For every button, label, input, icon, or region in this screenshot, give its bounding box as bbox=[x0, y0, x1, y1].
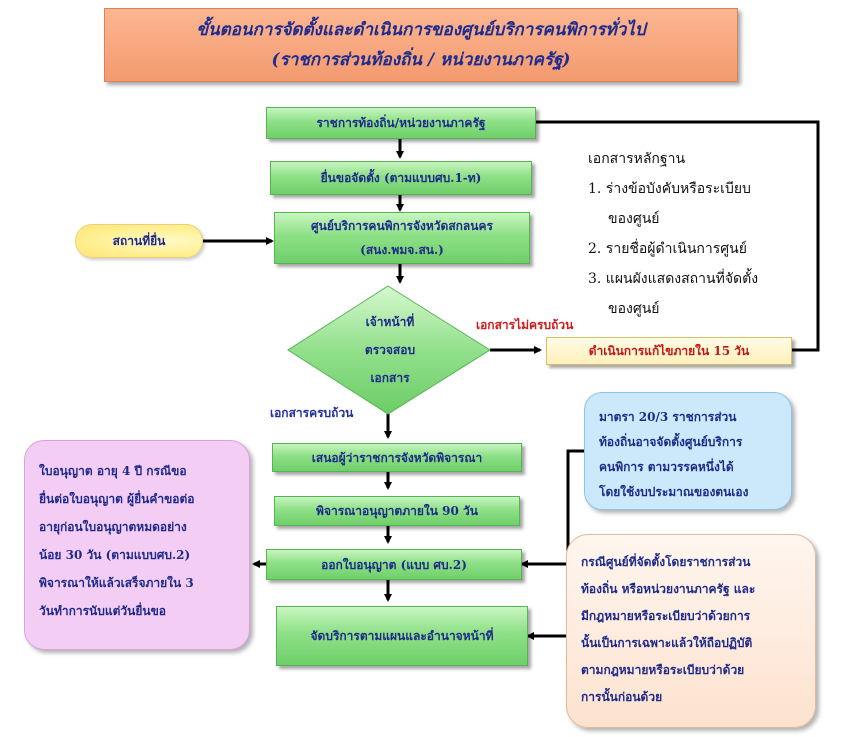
documents-item3: 3. แผนผังแสดงสถานที่จัดตั้ง bbox=[588, 271, 759, 287]
license-note-line: วันทำการนับแต่วันยื่นขอ bbox=[39, 604, 166, 618]
fix-within-15-days-box: ดำเนินการแก้ไขภายใน 15 วัน bbox=[546, 337, 792, 365]
complete-docs-label: เอกสารครบถ้วน bbox=[270, 406, 354, 420]
step1-label: ราชการท้องถิ่น/หน่วยงานภาครัฐ bbox=[316, 116, 486, 130]
special-note-line: ท้องถิ่น หรือหน่วยงานภาครัฐ และ bbox=[581, 582, 756, 596]
step-provide-services: จัดบริการตามแผนและอำนาจหน้าที่ bbox=[276, 606, 528, 666]
step3-label-line1: ศูนย์บริการคนพิการจังหวัดสกลนคร bbox=[311, 219, 493, 233]
decision-diamond bbox=[287, 285, 491, 415]
decision-line3: เอกสาร bbox=[370, 371, 410, 385]
arrow-law-note bbox=[520, 449, 584, 568]
license-note-line: พิจารณาให้แล้วเสร็จภายใน 3 bbox=[39, 576, 194, 590]
law-note: มาตรา 20/3 ราชการส่วน ท้องถิ่นอาจจัดตั้ง… bbox=[584, 392, 792, 510]
documents-item1-cont: ของศูนย์ bbox=[608, 211, 660, 227]
title-line1: ขั้นตอนการจัดตั้งและดำเนินการของศูนย์บริ… bbox=[196, 20, 646, 40]
license-note-line: ใบอนุญาต อายุ 4 ปี กรณีขอ bbox=[39, 464, 187, 478]
special-note-line: ตามกฎหมายหรือระเบียบว่าด้วย bbox=[581, 663, 745, 677]
step-provincial-center: ศูนย์บริการคนพิการจังหวัดสกลนคร (สนง.พมจ… bbox=[274, 212, 530, 264]
decision-line1: เจ้าหน้าที่ bbox=[365, 315, 415, 329]
submit-place-box: สถานที่ยื่น bbox=[75, 224, 203, 258]
step-approve-90-days: พิจารณาอนุญาตภายใน 90 วัน bbox=[274, 496, 520, 526]
step4-label: เสนอผู้ว่าราชการจังหวัดพิจารณา bbox=[311, 450, 483, 465]
law-note-line: คนพิการ ตามวรรคหนึ่งได้ bbox=[599, 460, 734, 474]
step7-label: จัดบริการตามแผนและอำนาจหน้าที่ bbox=[310, 629, 494, 643]
documents-heading: เอกสารหลักฐาน bbox=[588, 151, 686, 167]
title-line2: (ราชการส่วนท้องถิ่น / หน่วยงานภาครัฐ) bbox=[271, 50, 571, 70]
license-note-line: น้อย 30 วัน (ตามแบบศบ.2) bbox=[39, 548, 191, 562]
step6-label: ออกใบอนุญาต (แบบ ศบ.2) bbox=[321, 557, 467, 572]
license-note-line: อายุก่อนใบอนุญาตหมดอย่าง bbox=[39, 520, 187, 534]
special-case-note: กรณีศูนย์ที่จัดตั้งโดยราชการส่วน ท้องถิ่… bbox=[566, 534, 816, 728]
step-local-agency: ราชการท้องถิ่น/หน่วยงานภาครัฐ bbox=[266, 107, 536, 139]
diagram-title: ขั้นตอนการจัดตั้งและดำเนินการของศูนย์บริ… bbox=[104, 8, 738, 82]
step3-label-line2: (สนง.พมจ.สน.) bbox=[360, 243, 444, 257]
special-note-line: กรณีศูนย์ที่จัดตั้งโดยราชการส่วน bbox=[581, 555, 751, 569]
decision-text: เจ้าหน้าที่ ตรวจสอบ เอกสาร bbox=[330, 305, 450, 395]
step-issue-license: ออกใบอนุญาต (แบบ ศบ.2) bbox=[266, 549, 522, 580]
documents-item1: 1. ร่างข้อบังคับหรือระเบียบ bbox=[588, 181, 751, 197]
license-note: ใบอนุญาต อายุ 4 ปี กรณีขอ ยื่นต่อใบอนุญา… bbox=[24, 440, 250, 650]
submit-place-label: สถานที่ยื่น bbox=[112, 233, 166, 248]
step2-label: ยื่นขอจัดตั้ง (ตามแบบศบ.1-ท) bbox=[320, 171, 482, 185]
documents-item3-cont: ของศูนย์ bbox=[608, 301, 660, 317]
loop-back-line bbox=[536, 120, 820, 352]
step-submit-application: ยื่นขอจัดตั้ง (ตามแบบศบ.1-ท) bbox=[270, 161, 532, 195]
license-note-line: ยื่นต่อใบอนุญาต ผู้ยื่นคำขอต่อ bbox=[39, 492, 195, 506]
decision-line2: ตรวจสอบ bbox=[364, 343, 416, 357]
special-note-line: นั้นเป็นการเฉพาะแล้วให้ถือปฏิบัติ bbox=[581, 636, 753, 650]
law-note-line: ท้องถิ่นอาจจัดตั้งศูนย์บริการ bbox=[599, 435, 743, 449]
law-note-line: มาตรา 20/3 ราชการส่วน bbox=[599, 410, 737, 424]
documents-list: เอกสารหลักฐาน 1. ร่างข้อบังคับหรือระเบีย… bbox=[588, 144, 828, 324]
documents-item2: 2. รายชื่อผู้ดำเนินการศูนย์ bbox=[588, 241, 747, 257]
incomplete-docs-label: เอกสารไม่ครบถ้วน bbox=[476, 318, 574, 332]
special-note-line: มีกฎหมายหรือระเบียบว่าด้วยการ bbox=[581, 609, 751, 623]
fix-box-label: ดำเนินการแก้ไขภายใน 15 วัน bbox=[588, 343, 750, 358]
step-governor-review: เสนอผู้ว่าราชการจังหวัดพิจารณา bbox=[272, 443, 522, 472]
special-note-line: การนั้นก่อนด้วย bbox=[581, 690, 663, 704]
law-note-line: โดยใช้งบประมาณของตนเอง bbox=[599, 485, 749, 499]
step5-label: พิจารณาอนุญาตภายใน 90 วัน bbox=[316, 504, 478, 518]
